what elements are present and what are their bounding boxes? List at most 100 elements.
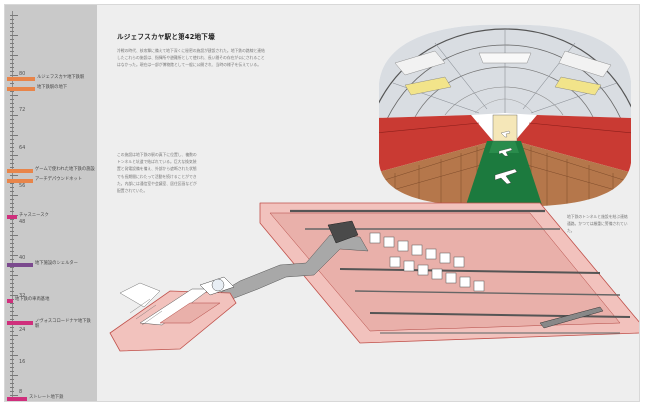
intro-paragraph: 冷戦の時代、核攻撃に備えて地下深くに秘密の施設が建設された。地下鉄の路線と連結し… [117,48,265,68]
depth-label: 8 [19,389,23,395]
depth-marker [7,397,27,401]
ruler-tick [10,159,14,160]
ruler-tick [10,275,18,276]
ruler-tick [10,67,14,68]
ruler-tick [10,115,18,116]
ruler-tick [10,295,18,296]
ruler-tick [10,151,14,152]
ruler-tick [10,119,14,120]
ruler-tick [10,31,14,32]
ruler-tick [10,155,18,156]
ruler-tick [10,199,14,200]
ruler-tick [10,359,14,360]
ruler-tick [10,23,14,24]
depth-marker [7,87,35,91]
ruler-tick [10,387,14,388]
body-paragraph: この施設は地下鉄の駅の真下に位置し、複数のトンネルと坑道で結ばれている。巨大な換… [117,152,197,194]
depth-marker [7,299,13,303]
ruler-tick [10,143,14,144]
facility-cutaway-diagram [109,202,639,352]
ruler-tick [10,287,14,288]
ruler-tick [10,27,14,28]
ruler-tick [10,279,14,280]
ruler-tick [10,383,14,384]
ruler-tick [10,103,14,104]
depth-marker [7,77,35,81]
depth-marker [7,263,33,267]
ruler-tick [10,255,18,256]
depth-label: 80 [19,71,26,77]
ruler-tick [10,327,14,328]
ruler-tick [10,247,14,248]
ruler-tick [10,307,14,308]
ruler-tick [10,343,14,344]
ruler-tick [10,235,18,236]
depth-label: 48 [19,219,26,225]
ruler-tick [10,219,14,220]
depth-marker-label: ルジェフスカヤ地下鉄駅 [37,75,85,80]
ruler-tick [10,183,14,184]
ruler-tick [10,195,18,196]
ruler-tick [10,147,14,148]
ruler-tick [10,311,14,312]
ruler-tick [10,139,14,140]
depth-label: 16 [19,359,26,365]
ruler-tick [10,239,14,240]
ruler-tick [10,243,14,244]
depth-label: 24 [19,327,26,333]
ruler-tick [10,95,18,96]
ruler-tick [10,55,18,56]
ruler-tick [10,91,14,92]
depth-marker-label: 地下鉄駅の地下 [37,85,68,90]
ruler-tick [10,315,18,316]
ruler-tick [10,211,14,212]
ruler-tick [10,187,14,188]
depth-label: 40 [19,255,26,261]
caption-text: 地下鉄のトンネルと施設を結ぶ連絡通路。かつては厳重に警備されていた。 [567,214,628,234]
ruler-tick [10,251,14,252]
ruler-tick [10,351,14,352]
depth-marker-label: アーチデパウンドネット [35,177,83,182]
ruler-tick [10,375,18,376]
ruler-tick [10,167,14,168]
ruler-tick [10,271,14,272]
depth-marker [7,179,33,183]
depth-marker-label: ゲームで使われた地下鉄の施設 [35,167,95,172]
depth-label: 64 [19,145,26,151]
ruler-tick [10,319,14,320]
ruler-tick [10,59,14,60]
depth-label: 72 [19,107,26,113]
ruler-tick [10,175,18,176]
depth-ruler [12,11,13,397]
ruler-tick [10,15,18,16]
ruler-tick [10,131,14,132]
ruler-tick [10,303,14,304]
depth-marker-label: ノヴォスコロードナヤ地下鉄駅 [35,319,91,329]
ruler-tick [10,123,14,124]
ruler-tick [10,379,14,380]
ruler-tick [10,331,14,332]
ruler-tick [10,227,14,228]
ruler-tick [10,99,14,100]
ruler-tick [10,395,18,396]
ruler-tick [10,223,14,224]
ruler-tick [10,19,14,20]
ruler-tick [10,135,18,136]
ruler-tick [10,371,14,372]
ruler-tick [10,43,14,44]
ruler-tick [10,83,14,84]
depth-marker-label: 地下鉄の車両基地 [15,297,50,302]
ruler-tick [10,111,14,112]
depth-marker [7,215,17,219]
ruler-tick [10,51,14,52]
ruler-tick [10,291,14,292]
ruler-tick [10,231,14,232]
ruler-tick [10,347,14,348]
shelter-interior-illustration [379,24,631,207]
ruler-tick [10,35,18,36]
depth-label: 32 [19,293,26,299]
ruler-tick [10,39,14,40]
